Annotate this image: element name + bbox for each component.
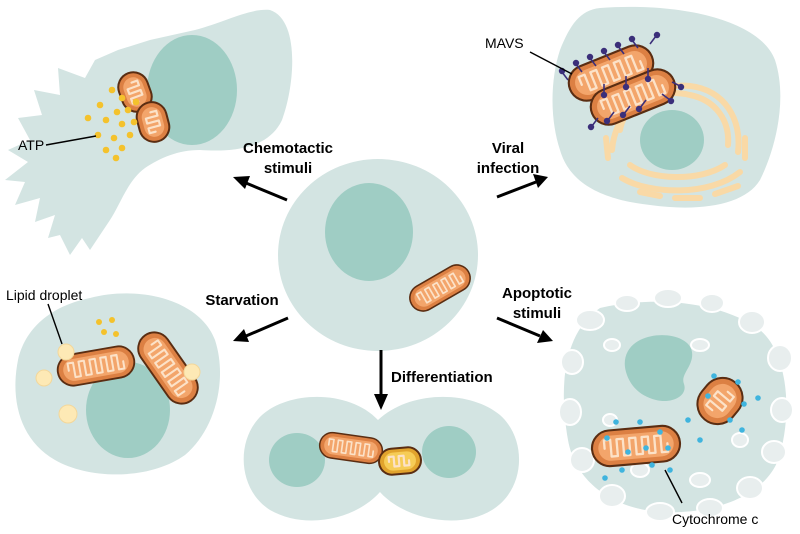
mavs-proteins [558, 31, 685, 131]
mavs-pointer [529, 51, 573, 75]
apoptotic-mitochondrion-2 [696, 376, 744, 426]
arrow-viral [496, 174, 548, 199]
apoptotic-cell: Cytochrome c [558, 288, 794, 527]
differentiation-label: Differentiation [391, 369, 493, 386]
chemotactic-label-line1: Chemotactic [243, 140, 333, 157]
apoptotic-label-line1: Apoptotic [502, 285, 572, 302]
mavs-label: MAVS [485, 35, 524, 51]
infected-cell-nucleus [640, 110, 704, 170]
dividing-cells [243, 396, 520, 521]
daughter-mitochondrion-2 [378, 446, 422, 476]
starved-cell-nucleus [86, 362, 170, 458]
arrow-apoptotic [496, 316, 553, 343]
lipid-droplets [35, 343, 201, 424]
atp-label: ATP [18, 137, 44, 153]
condensed-nucleus [624, 335, 693, 402]
migrating-cell: ATP [5, 9, 293, 256]
arrow-starvation [233, 316, 289, 342]
central-cell [278, 159, 478, 351]
apoptotic-blebs [558, 288, 794, 522]
chemotactic-label-line2: stimuli [264, 160, 312, 177]
cytochrome-c-label: Cytochrome c [672, 511, 758, 527]
atp-pointer [45, 135, 97, 146]
migrating-cell-nucleus [147, 35, 237, 145]
lipid-droplet-label: Lipid droplet [6, 287, 82, 303]
viral-label-line1: Viral [492, 140, 524, 157]
cytochrome-c-pointer [664, 469, 683, 504]
viral-label-line2: infection [477, 160, 540, 177]
arrow-chemotactic [233, 176, 288, 202]
arrow-differentiation [374, 350, 388, 410]
lipid-droplet-pointer [47, 303, 63, 345]
daughter-nucleus-left [269, 433, 325, 487]
atp-dots [84, 86, 140, 162]
cytochrome-c-dots [602, 373, 761, 481]
starved-cell: Lipid droplet [6, 287, 221, 475]
central-nucleus [325, 183, 413, 281]
starvation-label: Starvation [205, 292, 278, 309]
infected-cell: MAVS [485, 6, 781, 208]
daughter-nucleus-right [422, 426, 476, 478]
starvation-atp-dots [96, 317, 119, 337]
apoptotic-label-line2: stimuli [513, 305, 561, 322]
